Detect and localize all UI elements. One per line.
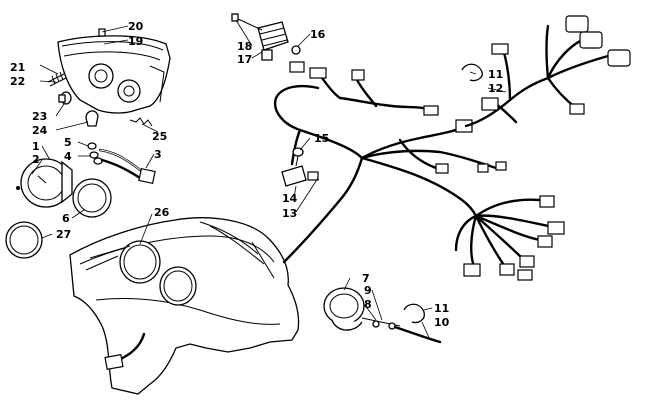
callout-25: 25 — [152, 130, 167, 143]
regulator-nut — [291, 45, 301, 55]
console-vent-lines — [85, 241, 275, 279]
callout-1: 1 — [32, 140, 40, 153]
headlight-housing — [57, 28, 171, 114]
gauge-bezel-ring — [72, 178, 112, 218]
headlight-adjust-screw — [47, 71, 67, 87]
leader-lines — [31, 19, 507, 341]
callout-10: 10 — [434, 316, 450, 329]
ignition-switch — [281, 147, 319, 187]
taillight-lamp — [323, 287, 365, 331]
harness-clamp-lower — [403, 303, 425, 324]
callout-4: 4 — [64, 150, 72, 163]
instrument-console — [69, 217, 300, 395]
callout-22: 22 — [10, 75, 25, 88]
callout-9: 9 — [364, 284, 372, 297]
bulb-socket-boot — [85, 110, 99, 127]
callout-17: 17 — [237, 53, 252, 66]
callout-6: 6 — [62, 212, 70, 225]
callout-18: 18 — [237, 40, 252, 53]
callout-11-lower: 11 — [434, 302, 449, 315]
gauge-trim-ring — [5, 221, 43, 259]
headlight-spring — [129, 117, 153, 127]
callout-23: 23 — [32, 110, 47, 123]
callout-14: 14 — [282, 192, 298, 205]
callout-27: 27 — [56, 228, 71, 241]
callout-11-upper: 11 — [488, 68, 503, 81]
regulator-connector — [289, 61, 305, 73]
callout-2: 2 — [32, 153, 40, 166]
callout-16: 16 — [310, 28, 326, 41]
voltage-regulator — [257, 21, 289, 61]
callout-8: 8 — [364, 298, 372, 311]
headlight-bulb — [58, 91, 72, 105]
taillight-harness — [464, 15, 631, 128]
harness-connectors — [309, 67, 507, 174]
callout-5: 5 — [64, 136, 72, 149]
callout-15: 15 — [314, 132, 329, 145]
gauge-bulbs — [87, 142, 103, 165]
callout-19: 19 — [128, 35, 143, 48]
callout-21: 21 — [10, 61, 25, 74]
taillight-harness-lead — [361, 317, 442, 344]
speedometer-gauge — [16, 158, 73, 208]
callout-24: 24 — [32, 124, 48, 137]
callout-26: 26 — [154, 206, 170, 219]
gauge-harness — [98, 148, 156, 185]
callout-13: 13 — [282, 207, 297, 220]
main-wiring-harness — [273, 70, 498, 264]
callout-20: 20 — [128, 20, 144, 33]
callout-7: 7 — [362, 272, 370, 285]
regulator-bolt — [231, 13, 263, 31]
callout-12: 12 — [488, 82, 503, 95]
right-harness-bundle — [454, 195, 565, 281]
callout-3: 3 — [154, 148, 162, 161]
